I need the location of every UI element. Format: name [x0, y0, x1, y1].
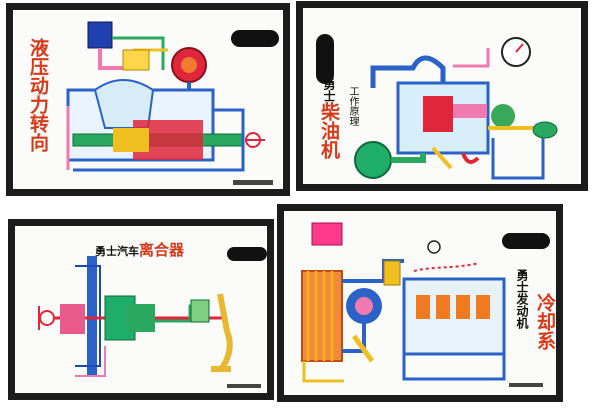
- panel-face: 勇士汽车离合器: [15, 226, 267, 393]
- panel-title: 勇士汽车离合器: [95, 241, 185, 259]
- panel-title: 勇士柴油机: [317, 78, 340, 159]
- brand-label: 勇士汽车: [95, 245, 139, 258]
- panel-subtitle: 工作原理: [347, 86, 358, 126]
- panel-diesel-engine: 勇士柴油机 工作原理: [296, 1, 588, 191]
- panel-handle-slot: [227, 247, 267, 261]
- title-main: 柴油机: [317, 102, 340, 159]
- panel-face: 液压动力转向: [13, 10, 283, 189]
- panel-handle-slot: [502, 233, 550, 249]
- diesel-diagram: [354, 37, 558, 180]
- panel-title: 液压动力转向: [26, 38, 49, 152]
- maker-nameplate: [233, 180, 273, 185]
- panel-face: 勇士柴油机 工作原理: [303, 8, 581, 184]
- panel-cooling-system: 勇士发动机 冷却系: [277, 204, 563, 402]
- panel-handle-slot: [231, 30, 279, 47]
- cooling-diagram: [301, 222, 506, 383]
- maker-nameplate: [227, 384, 261, 388]
- title-main: 离合器: [139, 241, 185, 259]
- brand-label: 勇士发动机: [515, 269, 529, 329]
- panel-handle-slot: [316, 34, 334, 84]
- steering-diagram: [66, 21, 265, 172]
- clutch-diagram: [38, 256, 233, 377]
- maker-nameplate: [509, 383, 543, 387]
- panel-title: 冷却系: [533, 293, 556, 350]
- panel-clutch: 勇士汽车离合器: [8, 219, 274, 400]
- panel-face: 勇士发动机 冷却系: [284, 211, 556, 395]
- panel-power-steering: 液压动力转向: [6, 3, 290, 196]
- brand-label: 勇士: [321, 78, 336, 102]
